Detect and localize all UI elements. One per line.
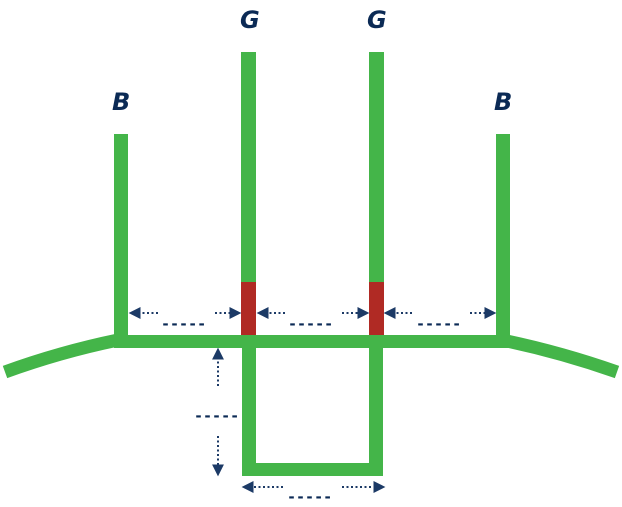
label-right-post: B: [494, 88, 512, 116]
right-outer-post: [496, 134, 510, 348]
crossbar: [114, 335, 508, 348]
lower-box-left-side: [242, 340, 256, 476]
curved-baseline-right: [500, 333, 620, 379]
vertical-depth-label: -----: [194, 407, 239, 425]
center-gap-label: -----: [288, 315, 333, 333]
lower-box-bottom: [242, 463, 383, 476]
left-center-post-red-segment: [241, 282, 256, 335]
label-right-center-post: G: [367, 6, 387, 34]
right-center-post-red-segment: [369, 282, 384, 335]
left-gap-label: -----: [161, 315, 206, 333]
right-gap-label: -----: [416, 315, 461, 333]
left-center-post: [241, 52, 256, 282]
left-outer-post: [114, 134, 128, 348]
right-center-post: [369, 52, 384, 282]
bottom-width-label: -----: [287, 488, 332, 506]
label-left-post: B: [112, 88, 130, 116]
lower-box-right-side: [369, 340, 383, 476]
label-left-center-post: G: [240, 6, 260, 34]
curved-baseline-left: [2, 333, 120, 379]
